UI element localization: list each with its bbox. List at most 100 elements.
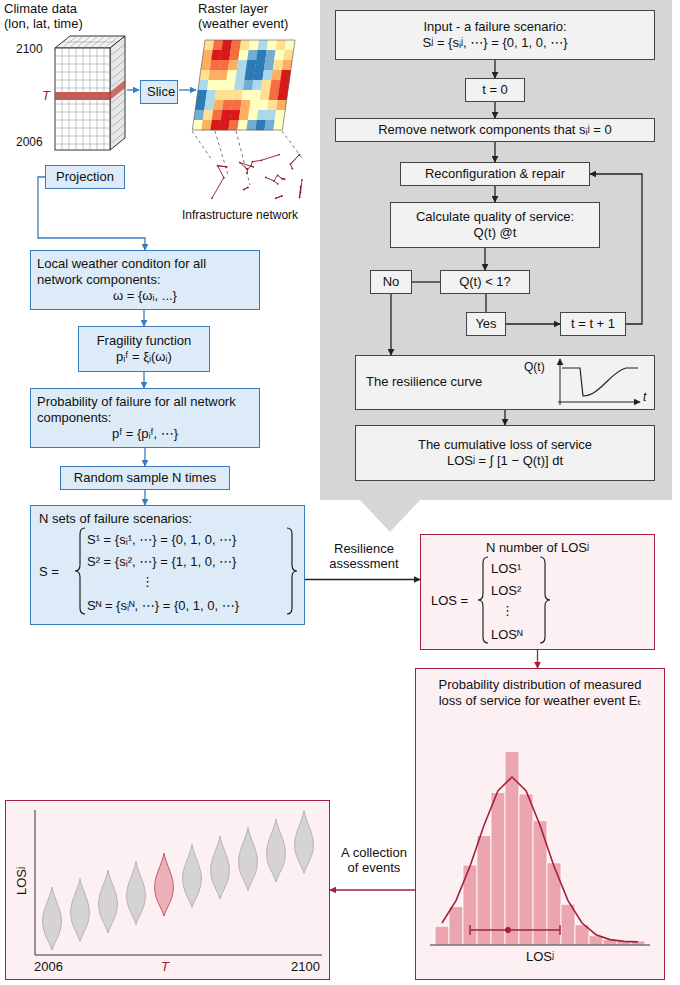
violin-plot — [35, 810, 322, 955]
set-box: N sets of failure scenarios:S =S¹ = {sᵢ¹… — [30, 505, 305, 625]
answer-box: Yes — [466, 312, 506, 336]
connectors — [38, 60, 642, 890]
node-subtext: S² = {sᵢ², ⋯} = {1, 1, 0, ⋯} — [87, 554, 236, 570]
network-line — [276, 196, 282, 198]
raster-cell — [212, 110, 223, 120]
raster-cell — [228, 60, 239, 70]
raster-cell — [220, 50, 231, 60]
connector — [143, 372, 144, 388]
raster-cell — [260, 90, 271, 100]
network-line — [276, 196, 282, 198]
stroke — [110, 100, 125, 112]
connector — [494, 142, 495, 162]
figure-label: 2100 — [16, 42, 43, 57]
histogram-bar — [519, 794, 533, 945]
network-line — [282, 178, 284, 180]
raster-cell — [237, 60, 248, 70]
raster-cell — [206, 90, 217, 100]
raster-cell — [240, 40, 251, 50]
raster-cell — [265, 50, 276, 60]
network-node — [252, 166, 254, 168]
process-box: Projection — [45, 165, 125, 189]
raster-cell — [270, 80, 281, 90]
raster-cell — [215, 90, 226, 100]
node-subtext: Q(t) — [524, 359, 545, 375]
node-subtext: T — [161, 959, 169, 975]
raster-cell — [213, 40, 224, 50]
raster-cell — [248, 110, 259, 120]
node-subtext: Sᴺ = {sᵢᴺ, ⋯} = {0, 1, 0, ⋯} — [87, 598, 239, 614]
violin — [99, 870, 118, 933]
arrow — [127, 89, 139, 90]
density-curve — [442, 777, 638, 942]
connector — [494, 60, 495, 78]
violin — [127, 862, 146, 925]
raster-cell — [230, 110, 241, 120]
node-text: t = t + 1 — [567, 316, 619, 332]
connector — [484, 248, 485, 270]
stroke — [55, 136, 110, 137]
raster-cell — [234, 80, 245, 90]
histogram-bar — [435, 926, 449, 945]
stroke — [55, 56, 110, 57]
raster-cell — [216, 80, 227, 90]
network-node — [247, 186, 249, 188]
raster-cell — [197, 90, 208, 100]
connector — [38, 177, 145, 250]
network-line — [212, 178, 224, 198]
raster-cell — [257, 110, 268, 120]
connector — [504, 410, 505, 425]
illustrations — [35, 36, 650, 955]
histogram-bar — [561, 904, 575, 945]
violin — [267, 819, 286, 882]
axis — [430, 945, 650, 946]
node-subtext: Q(t) @t — [397, 225, 593, 241]
histogram-bar — [547, 863, 561, 945]
connector — [330, 889, 415, 890]
cube-grid — [55, 36, 125, 150]
node-text: Projection — [52, 169, 118, 185]
network-line — [218, 166, 224, 178]
node-text: Probability distribution of measured los… — [426, 677, 654, 709]
raster-cell — [231, 40, 242, 50]
projection-lines — [192, 131, 302, 185]
raster-cell — [207, 80, 218, 90]
network-line — [251, 162, 253, 167]
answer-box: No — [370, 270, 412, 294]
raster-cell — [202, 50, 213, 60]
raster-cell — [244, 70, 255, 80]
node-text: Random sample N times — [67, 470, 223, 486]
stroke — [110, 68, 125, 80]
network-line — [274, 175, 278, 180]
raster-cell — [258, 100, 269, 110]
histogram-bar — [491, 792, 505, 945]
stroke — [110, 108, 125, 120]
raster-cell — [219, 60, 230, 70]
stroke — [62, 48, 63, 150]
stroke — [55, 88, 110, 89]
raster-cell — [211, 50, 222, 60]
violin — [71, 879, 90, 942]
raster-frame — [192, 40, 295, 130]
raster-cell — [273, 60, 284, 70]
raster-cell — [233, 90, 244, 100]
raster-cell — [253, 70, 264, 80]
stroke — [110, 132, 125, 144]
process-box: Remove network components that sᵢʲ = 0 — [335, 118, 655, 142]
connector — [390, 294, 391, 355]
process-box: Local weather conditon for all network c… — [30, 250, 260, 310]
violin — [211, 836, 230, 899]
raster-cell — [264, 120, 275, 130]
arrow — [179, 89, 196, 90]
node-text: Q(t) < 1? — [447, 274, 523, 290]
stroke — [97, 48, 98, 150]
violin — [239, 828, 258, 891]
network-node — [223, 177, 225, 179]
violin — [43, 887, 62, 950]
network-line — [252, 160, 261, 161]
stroke — [110, 76, 125, 88]
node-text: Local weather conditon for all network c… — [37, 256, 253, 288]
stroke — [55, 104, 110, 105]
network-line — [290, 164, 292, 169]
connector — [412, 281, 440, 282]
